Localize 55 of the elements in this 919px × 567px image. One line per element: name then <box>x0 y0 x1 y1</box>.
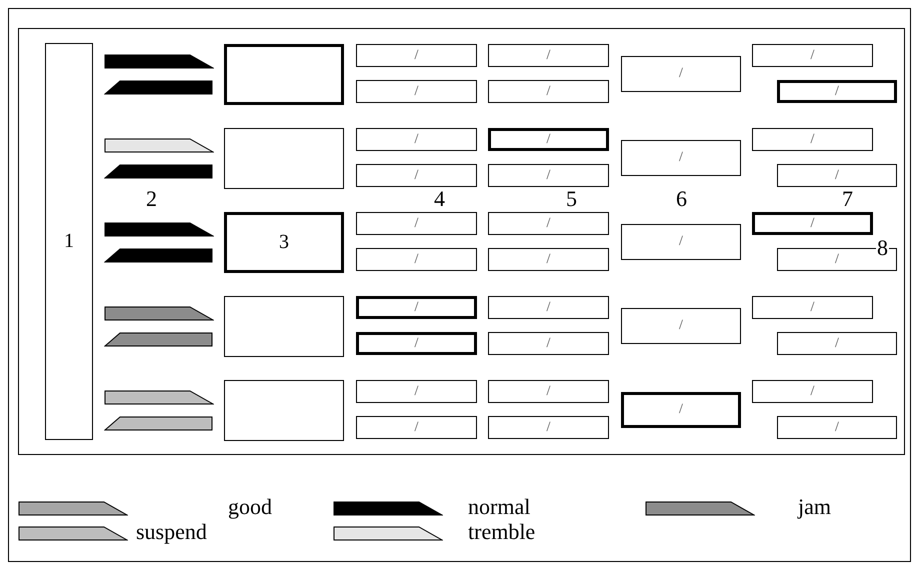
value-box: / <box>777 164 897 187</box>
value-box: / <box>752 296 873 319</box>
value-box: / <box>621 140 741 176</box>
value-box: / <box>621 56 741 92</box>
value-box: / <box>488 128 609 151</box>
value-box: / <box>621 224 741 260</box>
status-bar <box>104 164 214 179</box>
value-box: / <box>488 248 609 271</box>
status-bar <box>104 416 214 431</box>
legend-label: jam <box>798 495 831 519</box>
value-box: / <box>356 332 477 355</box>
value-box: / <box>488 380 609 403</box>
value-box: / <box>777 80 897 103</box>
value-box: / <box>621 308 741 344</box>
value-box: / <box>356 248 477 271</box>
value-box: / <box>488 332 609 355</box>
legend-label: good <box>228 495 272 519</box>
value-box: / <box>356 164 477 187</box>
value-box: / <box>356 380 477 403</box>
status-bar <box>104 248 214 263</box>
status-bar <box>104 54 214 69</box>
value-box: / <box>752 212 873 235</box>
status-bar <box>104 332 214 347</box>
value-box: / <box>488 212 609 235</box>
value-box: / <box>356 44 477 67</box>
value-box: / <box>488 164 609 187</box>
value-box: / <box>356 212 477 235</box>
value-box: / <box>777 332 897 355</box>
row-box <box>224 380 344 441</box>
status-bar <box>104 80 214 95</box>
row-box: 3 <box>224 212 344 273</box>
value-box: / <box>356 296 477 319</box>
value-box: / <box>488 44 609 67</box>
value-box: / <box>488 416 609 439</box>
row-box <box>224 128 344 189</box>
legend-label: normal <box>468 495 530 519</box>
value-box: / <box>356 80 477 103</box>
value-box: / <box>488 80 609 103</box>
tall-box: 1 <box>45 43 93 440</box>
value-box: / <box>777 416 897 439</box>
value-box: / <box>621 392 741 428</box>
status-bar <box>104 138 214 153</box>
status-bar <box>104 390 214 405</box>
status-bar <box>104 306 214 321</box>
value-box: / <box>752 380 873 403</box>
row-box <box>224 296 344 357</box>
value-box: / <box>356 416 477 439</box>
legend-label: tremble <box>468 520 536 544</box>
value-box: / <box>356 128 477 151</box>
value-box: / <box>752 44 873 67</box>
legend-label: suspend <box>136 520 207 544</box>
row-box <box>224 44 344 105</box>
value-box: / <box>488 296 609 319</box>
value-box: / <box>752 128 873 151</box>
status-bar <box>104 222 214 237</box>
